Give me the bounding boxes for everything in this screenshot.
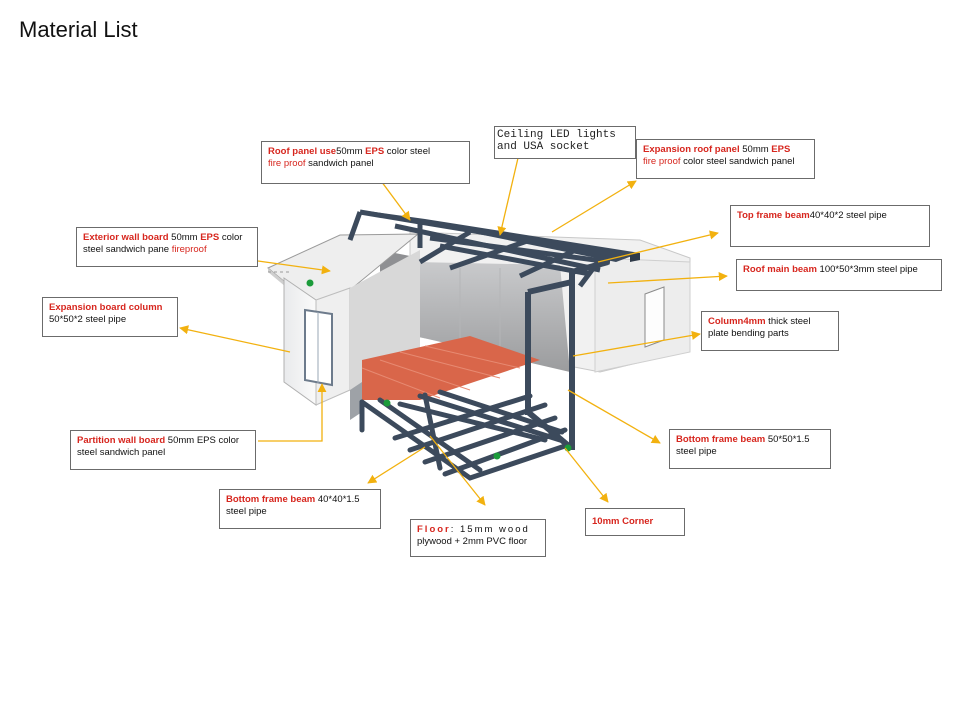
- top-frame-beam-name: Top frame beam: [737, 210, 810, 221]
- expansion-roof-type: color steel sandwich panel: [680, 156, 795, 167]
- floor-name: Floor: [417, 524, 451, 535]
- exterior-wall-name: Exterior wall board: [83, 232, 169, 243]
- bottom-frame-beam-right-name: Bottom frame beam: [676, 434, 766, 445]
- corner-label: 10mm Corner: [585, 508, 685, 536]
- partition-wall-spec: 50mm EPS color: [165, 435, 240, 446]
- expansion-board-column-spec: 50*50*2 steel pipe: [49, 314, 127, 325]
- roof-panel-name: Roof panel use: [268, 146, 337, 157]
- exterior-wall-label: Exterior wall board 50mm EPS color steel…: [76, 227, 258, 267]
- expansion-roof-eps: EPS: [771, 144, 791, 155]
- front-columns: [525, 259, 609, 450]
- bottom-frame-beam-left-size: 40*40*1.5: [315, 494, 360, 505]
- floor-pvc-spec: plywood + 2mm PVC floor: [417, 536, 528, 547]
- partition-wall-label: Partition wall board 50mm EPS color stee…: [70, 430, 256, 470]
- floor-area: [361, 336, 540, 400]
- roof-panel-thickness: 50mm: [336, 146, 366, 157]
- expansion-roof-fireproof: fire proof: [643, 156, 681, 167]
- column-label: Column4mm thick steel plate bending part…: [701, 311, 839, 351]
- column-material: thick steel: [765, 316, 811, 327]
- bottom-frame-beam-left-name: Bottom frame beam: [226, 494, 316, 505]
- exterior-wall-color: color: [219, 232, 243, 243]
- expansion-roof-thickness: 50mm: [739, 144, 772, 155]
- roof-panel-material: color steel: [384, 146, 431, 157]
- roof-panel-eps: EPS: [365, 146, 385, 157]
- bottom-frame-beam-left-material: steel pipe: [226, 506, 267, 517]
- expansion-roof-label: Expansion roof panel 50mm EPS fire proof…: [636, 139, 815, 179]
- top-frame-beam-label: Top frame beam40*40*2 steel pipe: [730, 205, 930, 247]
- callout-arrows: [179, 157, 728, 506]
- ceiling-lights-line1: Ceiling LED lights: [497, 129, 616, 141]
- roof-panel-fireproof: fire proof: [268, 158, 306, 169]
- expansion-roof-name: Expansion roof panel: [643, 144, 740, 155]
- bottom-frame-beam-right-material: steel pipe: [676, 446, 717, 457]
- exterior-wall-fireproof: fireproof: [171, 244, 207, 255]
- page-title: Material List: [19, 17, 138, 42]
- roof-main-beam-label: Roof main beam 100*50*3mm steel pipe: [736, 259, 942, 291]
- exterior-wall-eps: EPS: [200, 232, 220, 243]
- floor-wood-spec: : 15mm wood: [450, 524, 530, 535]
- column-thickness: 4mm: [743, 316, 766, 327]
- bottom-frame-beam-left-label: Bottom frame beam 40*40*1.5 steel pipe: [219, 489, 381, 529]
- ceiling-lights-label: Ceiling LED lights and USA socket: [494, 126, 636, 159]
- partition-wall-name: Partition wall board: [77, 435, 166, 446]
- floor-frame: [359, 389, 568, 481]
- bottom-frame-beam-right-label: Bottom frame beam 50*50*1.5 steel pipe: [669, 429, 831, 469]
- expansion-board-column-label: Expansion board column 50*50*2 steel pip…: [42, 297, 178, 337]
- expansion-board-column-name: Expansion board column: [49, 302, 163, 313]
- column-parts: plate bending parts: [708, 328, 789, 339]
- exterior-wall-thickness: 50mm: [168, 232, 201, 243]
- partition-wall-material: steel sandwich panel: [77, 447, 166, 458]
- roof-frame: [347, 209, 640, 288]
- roof-main-beam-name: Roof main beam: [743, 264, 817, 275]
- roof-panel-type: sandwich panel: [305, 158, 374, 169]
- column-name: Column: [708, 316, 744, 327]
- bottom-frame-beam-right-size: 50*50*1.5: [765, 434, 810, 445]
- roof-main-beam-spec: 100*50*3mm steel pipe: [816, 264, 918, 275]
- ceiling-lights-line2: and USA socket: [497, 141, 590, 153]
- exterior-wall-material: steel sandwich pane: [83, 244, 172, 255]
- roof-panel-label: Roof panel use50mm EPS color steel fire …: [261, 141, 470, 184]
- top-frame-beam-spec: 40*40*2 steel pipe: [809, 210, 887, 221]
- corner-spec: 10mm Corner: [592, 516, 654, 527]
- floor-label: Floor: 15mm wood plywood + 2mm PVC floor: [410, 519, 546, 557]
